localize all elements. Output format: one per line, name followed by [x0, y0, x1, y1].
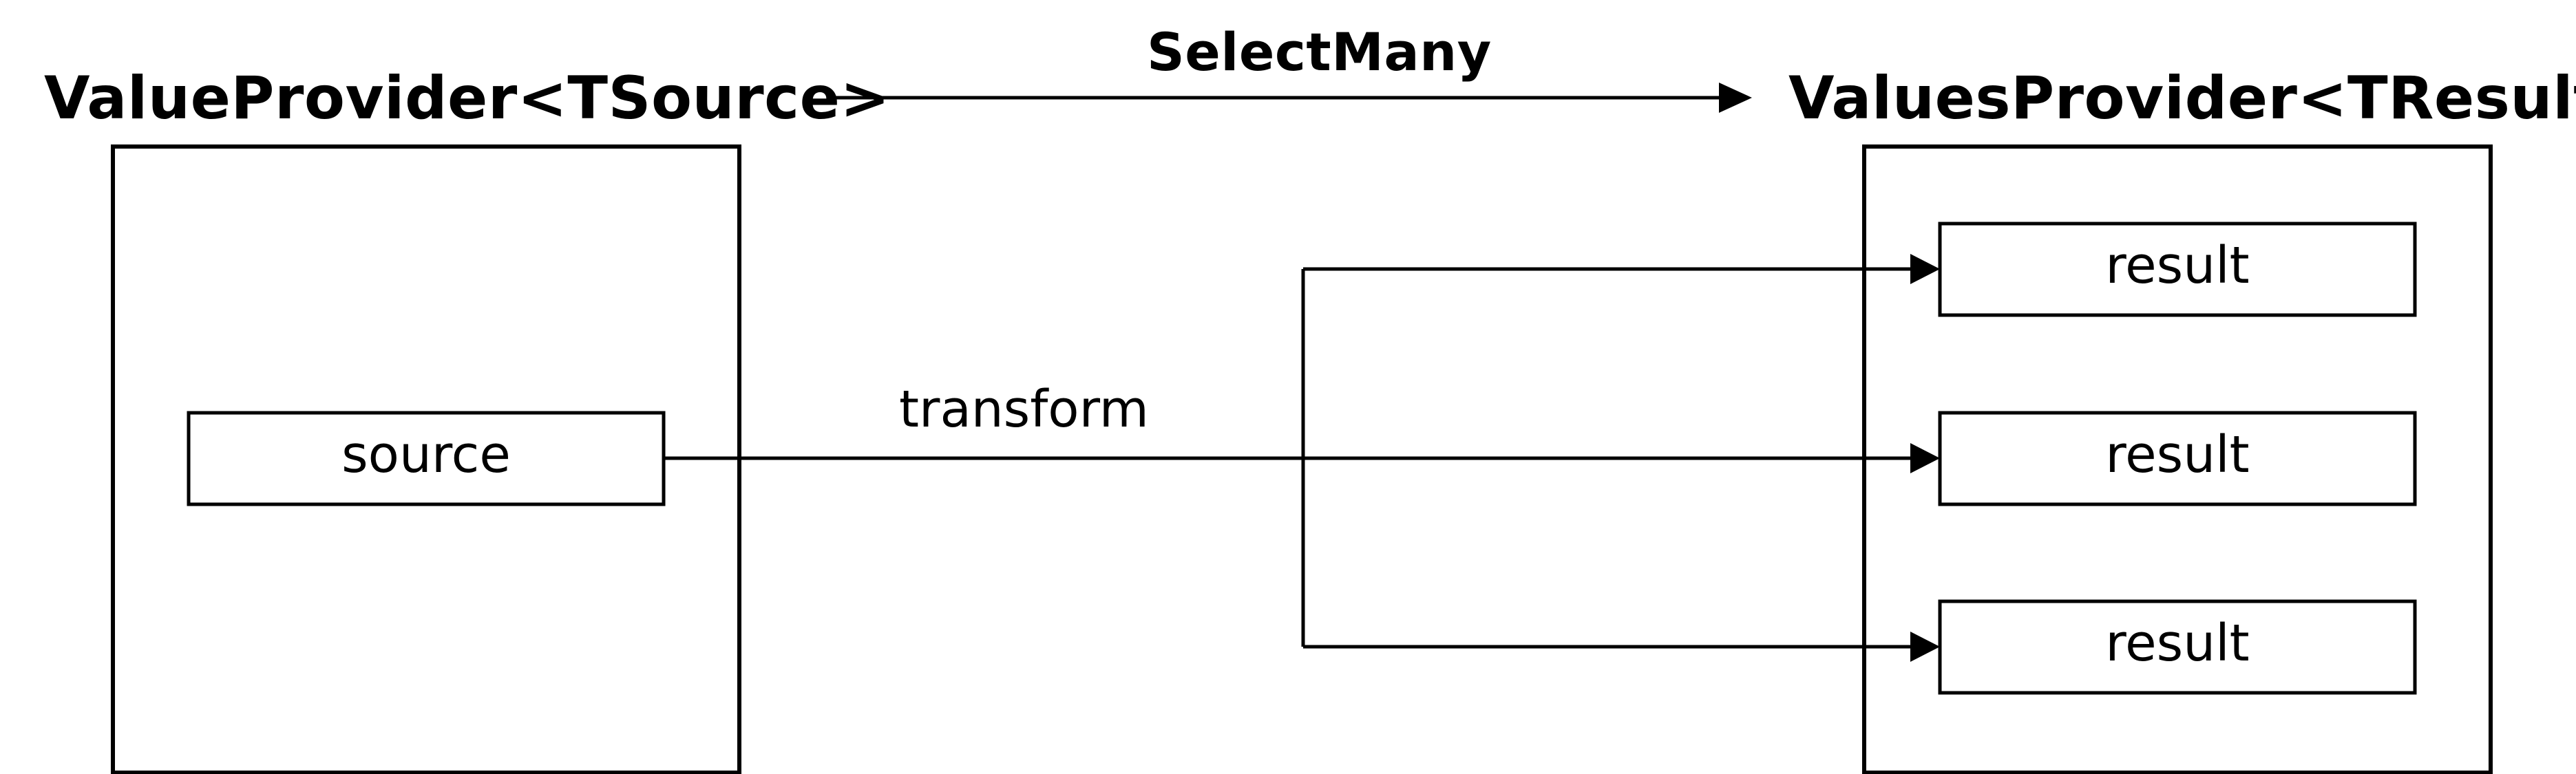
transform-label: transform	[899, 380, 1149, 439]
source-provider-title: ValueProvider<TSource>	[44, 64, 891, 133]
result-provider-title: ValuesProvider<TResult>	[1788, 64, 2576, 133]
result-item-box-2	[1938, 411, 2417, 506]
arrowhead-result-3	[1910, 632, 1940, 662]
select-many-arrowhead	[1719, 83, 1752, 113]
result-item-box-3	[1938, 599, 2417, 695]
result-item-label-3: result	[2105, 614, 2250, 673]
result-item-box-1	[1938, 222, 2417, 317]
result-item-label-2: result	[2105, 425, 2250, 484]
result-item-label-1: result	[2105, 236, 2250, 295]
source-item-label: source	[341, 425, 511, 484]
arrowhead-result-2	[1910, 443, 1940, 473]
select-many-label: SelectMany	[1147, 21, 1492, 83]
arrowhead-result-1	[1910, 254, 1940, 284]
